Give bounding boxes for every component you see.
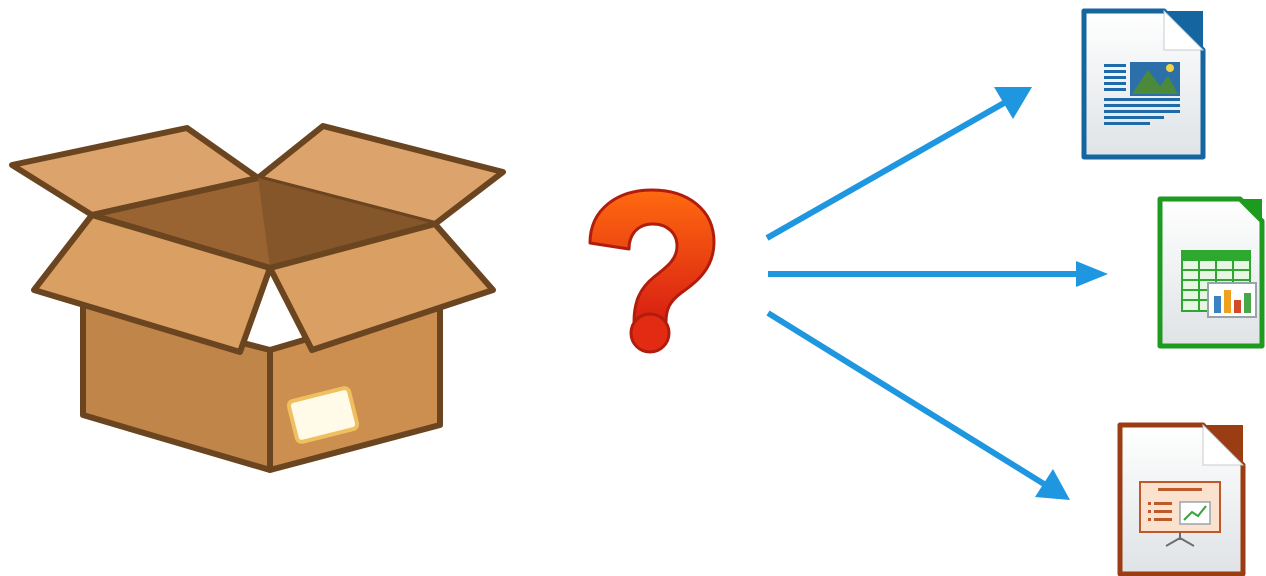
- open-cardboard-box-icon: [12, 126, 503, 470]
- question-mark-hook: [590, 190, 714, 322]
- impress-presentation-icon: [1120, 425, 1243, 574]
- arrow-to-spreadsheet: [768, 261, 1108, 287]
- calc-spreadsheet-icon: [1160, 199, 1262, 346]
- arrow-to-presentation: [768, 313, 1070, 500]
- writer-document-icon: [1084, 11, 1203, 157]
- question-mark-dot: [631, 314, 669, 352]
- arrows: [767, 87, 1108, 500]
- question-mark-icon: [590, 190, 714, 352]
- arrow-to-document: [767, 87, 1032, 238]
